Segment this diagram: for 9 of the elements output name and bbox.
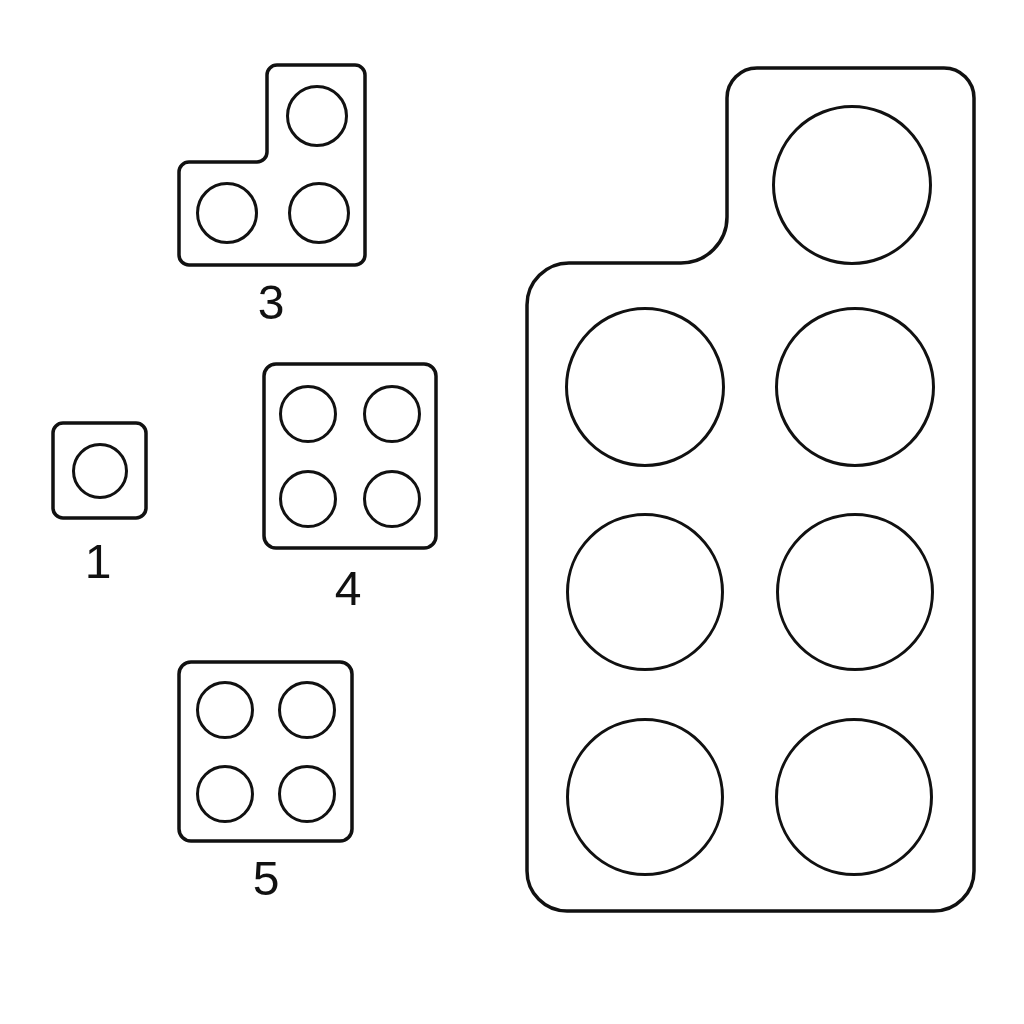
piece-number: 4 [334,565,362,613]
piece-number: 3 [257,279,285,327]
l-shaped-plate [177,63,367,267]
rounded-square-plate [51,421,148,520]
rounded-square-plate [177,660,354,843]
rounded-square-plate [262,362,438,550]
piece-number: 5 [252,855,280,903]
l-shaped-plate [525,66,976,913]
piece-number: 1 [84,538,112,586]
